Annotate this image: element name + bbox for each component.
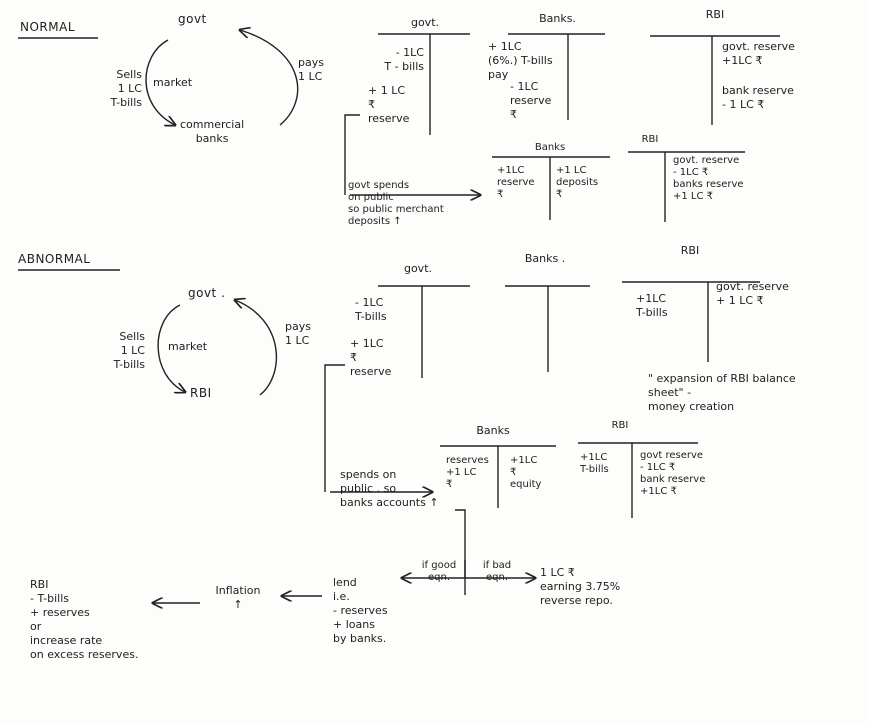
inflation-label: Inflation ↑ [215,584,261,611]
normal-cycle-left-arc [145,39,175,125]
abnormal-banks2-credit: +1LC ₹ equity [510,455,542,490]
normal-rbi2-title: RBI [641,134,659,145]
normal-cycle-pays-label: pays 1 LC [298,56,324,83]
normal-banks-debit: + 1LC (6%.) T-bills pay [488,40,553,81]
normal-govt-debit: - 1LC T - bills [384,46,424,73]
abnormal-rbi2-credit: govt reserve - 1LC ₹ bank reserve +1LC ₹ [640,450,706,497]
abnormal-govt-debit: - 1LC T-bills [355,296,387,323]
if-bad-label: if bad eqn. [482,560,512,583]
abnormal-govt-debit-2: + 1LC ₹ reserve [350,337,392,378]
normal-banks2-debit: +1LC reserve ₹ [497,165,535,200]
normal-cycle-commercial-banks: commercial banks [180,118,245,145]
normal-cycle-market: market [153,76,193,89]
bad-result-label: 1 LC ₹ earning 3.75% reverse repo. [540,566,621,607]
normal-banks2-credit: +1 LC deposits ₹ [556,165,599,200]
abnormal-cycle-govt: govt . [188,286,226,300]
normal-rbi-credit: govt. reserve +1LC ₹ [722,40,795,67]
abnormal-cycle-sells-label: Sells 1 LC T-bills [113,330,145,371]
normal-rbi-credit-2: bank reserve - 1 LC ₹ [722,84,794,111]
abnormal-spend-label: spends on public . so banks accounts ↑ [340,468,439,509]
abnormal-rbi-title: RBI [680,244,700,257]
normal-heading: NORMAL [20,20,76,34]
normal-banks-debit-2: - 1LC reserve ₹ [510,80,552,121]
normal-banks2-title: Banks [534,142,566,153]
normal-rbi-title: RBI [705,8,725,21]
abnormal-govt-title: govt. [403,262,433,275]
abnormal-expansion-note: " expansion of RBI balance sheet" - mone… [648,372,796,413]
abnormal-rbi-credit: govt. reserve + 1 LC ₹ [716,280,789,307]
if-good-label: if good eqn. [421,560,457,583]
abnormal-rbi2-debit: +1LC T-bills [580,452,609,475]
normal-rbi2-credit: govt. reserve - 1LC ₹ banks reserve +1 L… [673,155,744,202]
abnormal-banks2-title: Banks [476,424,510,437]
normal-cycle-right-arc [240,30,299,126]
abnormal-heading: ABNORMAL [18,252,91,266]
abnormal-banks2-debit: reserves +1 LC ₹ [446,455,489,490]
abnormal-cycle-left-arc [157,304,185,392]
abnormal-cycle-pays-label: pays 1 LC [285,320,311,347]
normal-cycle-sells-label: Sells 1 LC T-bills [110,68,142,109]
normal-cycle-govt: govt [178,12,207,26]
lend-label: lend i.e. - reserves + loans by banks. [333,576,388,645]
abnormal-cycle-market: market [168,340,208,353]
abnormal-cycle-right-arc [235,300,278,396]
rbi-action-label: RBI - T-bills + reserves or increase rat… [30,578,139,661]
abnormal-rbi2-title: RBI [611,420,629,431]
normal-banks-title: Banks. [539,12,576,25]
normal-govt-debit-2: + 1 LC ₹ reserve [368,84,410,125]
abnormal-rbi-debit: +1LC T-bills [636,292,668,319]
normal-spend-label: govt spends on public so public merchant… [348,180,444,227]
normal-govt-title: govt. [410,16,440,29]
abnormal-banks-title: Banks . [524,252,566,265]
abnormal-cycle-rbi: RBI [190,386,212,400]
